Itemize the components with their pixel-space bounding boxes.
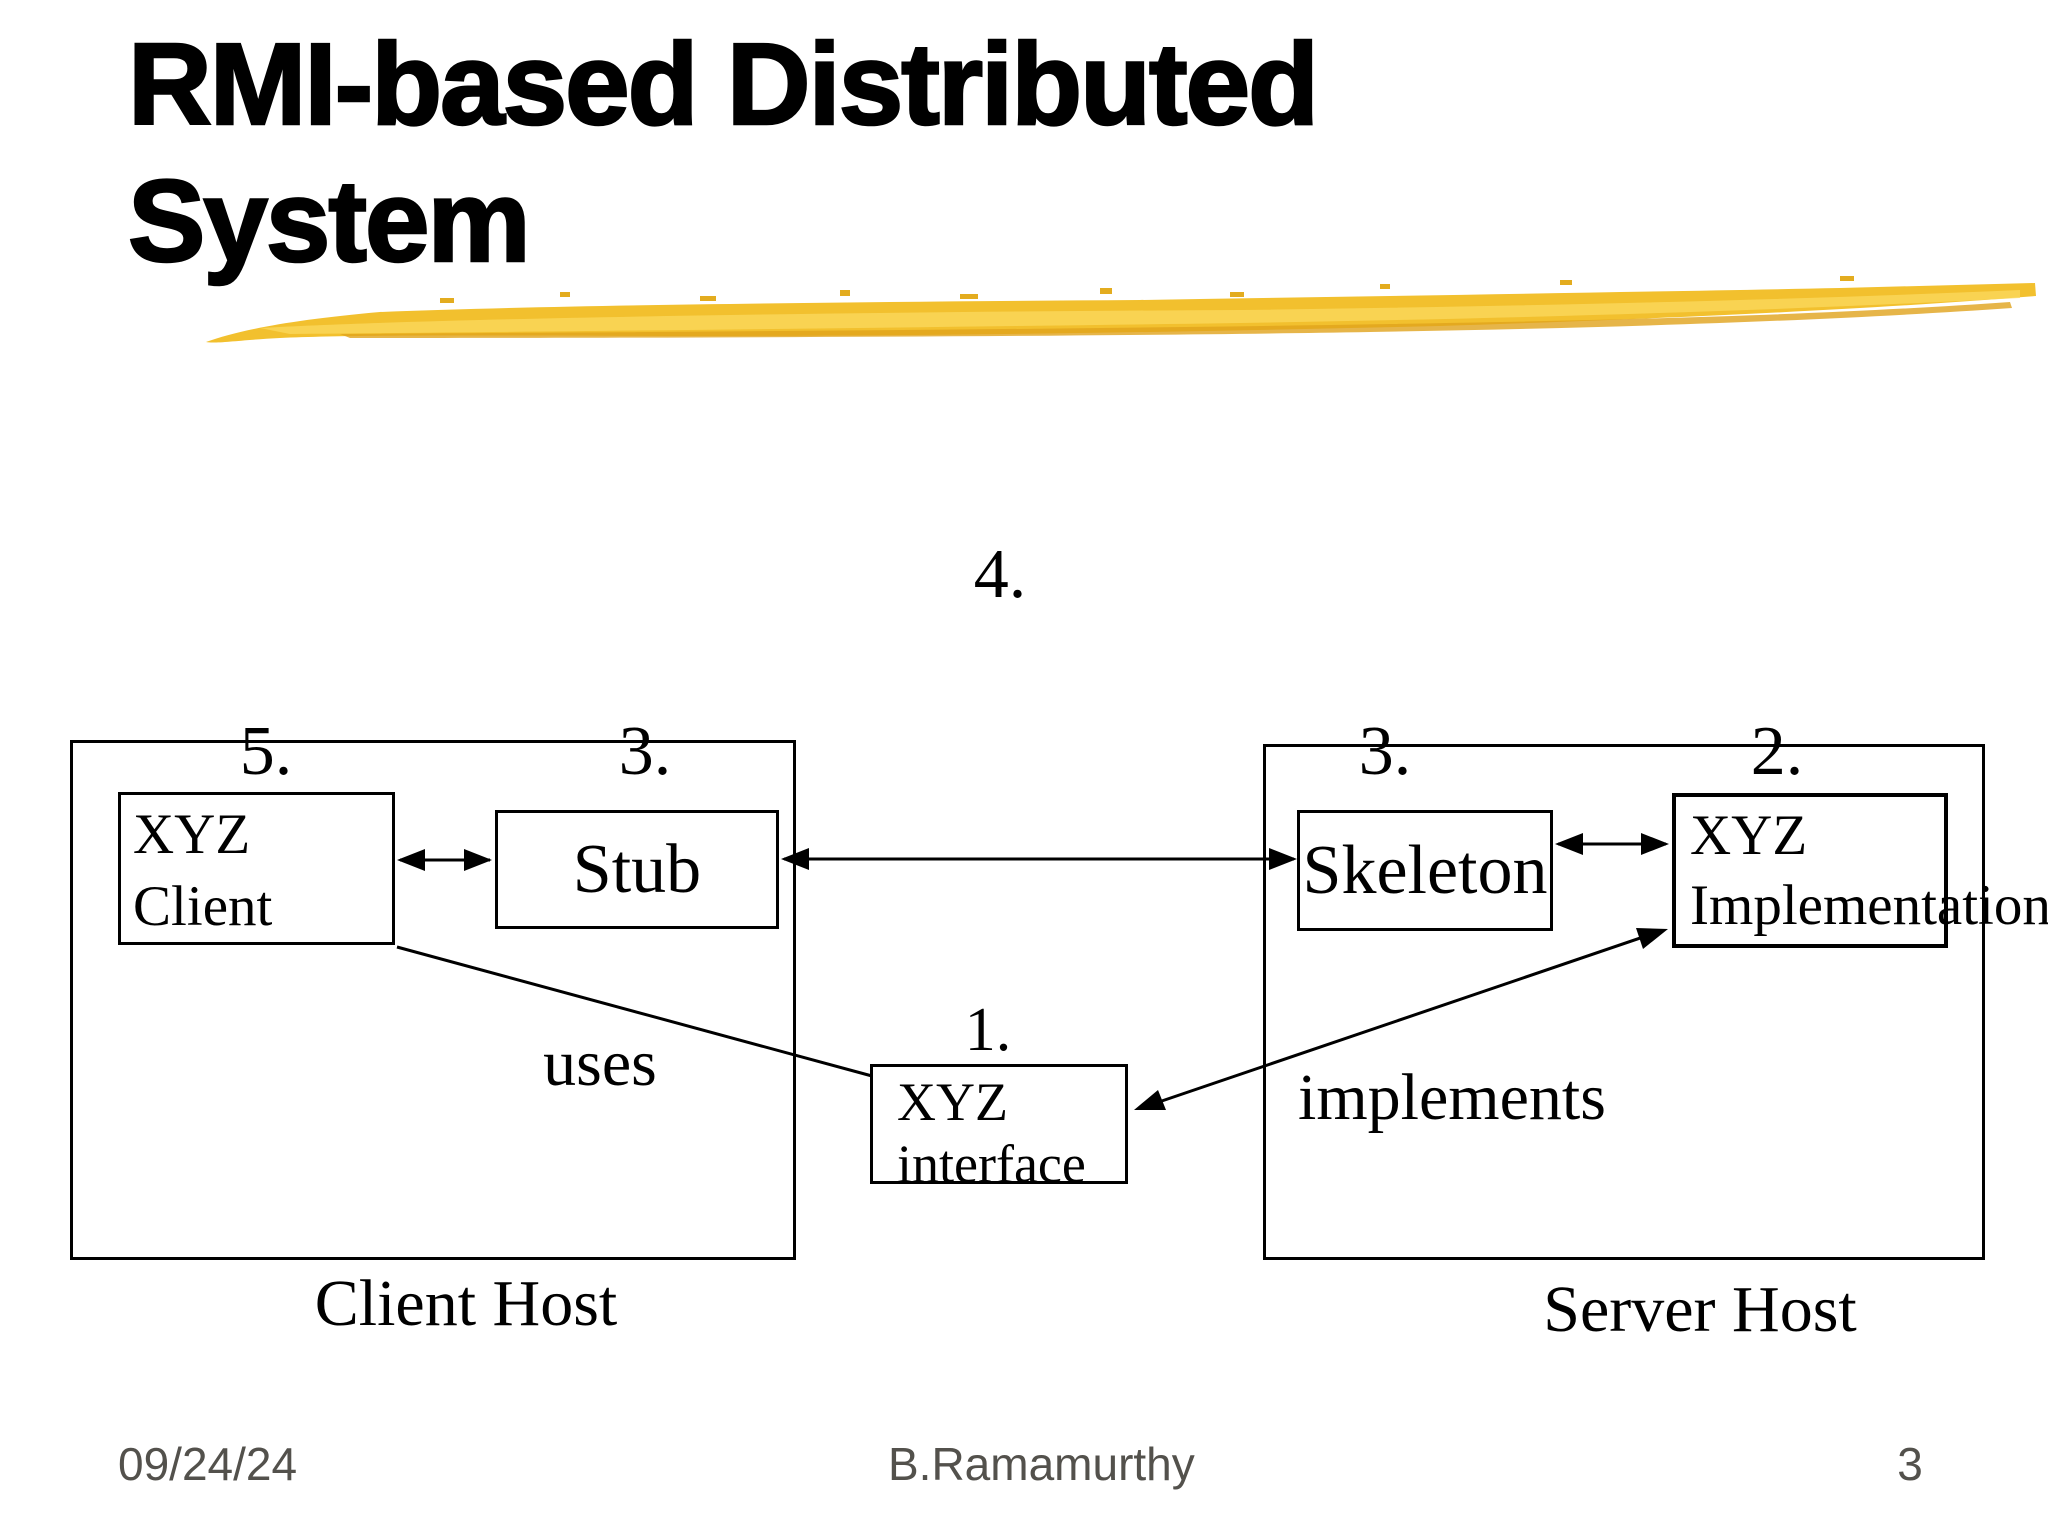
xyz-implementation-line2: Implementation [1690, 874, 2048, 937]
xyz-client-line2: Client [133, 875, 273, 938]
xyz-client-line1: XYZ [133, 803, 251, 866]
stub-box: Stub [495, 810, 779, 929]
xyz-implementation-box: XYZ Implementation [1672, 793, 2048, 948]
footer-date: 09/24/24 [118, 1438, 298, 1490]
footer-page-number: 3 [1897, 1438, 1923, 1490]
footer-author: B.Ramamurthy [888, 1438, 1195, 1490]
step-3-skeleton-label: 3. [1358, 713, 1412, 790]
xyz-client-box: XYZ Client [118, 792, 395, 945]
server-host-label: Server Host [1543, 1273, 1857, 1346]
step-1-label: 1. [964, 996, 1012, 1064]
step-4-label: 4. [973, 536, 1027, 613]
step-5-label: 5. [239, 713, 293, 790]
xyz-interface-line2: interface [897, 1134, 1086, 1194]
step-2-label: 2. [1750, 713, 1804, 790]
xyz-interface-box: XYZ interface [870, 1064, 1128, 1194]
brush-speckles [440, 276, 1854, 303]
slide-title-line1: RMI-based Distributed [127, 18, 1320, 150]
yellow-highlight-stroke [206, 276, 2036, 343]
xyz-interface-line1: XYZ [897, 1072, 1008, 1132]
slide-title-line2: System [127, 155, 532, 287]
step-3-stub-label: 3. [618, 713, 672, 790]
uses-label: uses [543, 1027, 657, 1100]
client-host-label: Client Host [314, 1267, 618, 1340]
implements-label: implements [1298, 1061, 1606, 1134]
xyz-implementation-line1: XYZ [1690, 804, 1808, 867]
skeleton-box: Skeleton [1297, 810, 1553, 931]
slide-title: RMI-based Distributed System [127, 16, 1688, 290]
